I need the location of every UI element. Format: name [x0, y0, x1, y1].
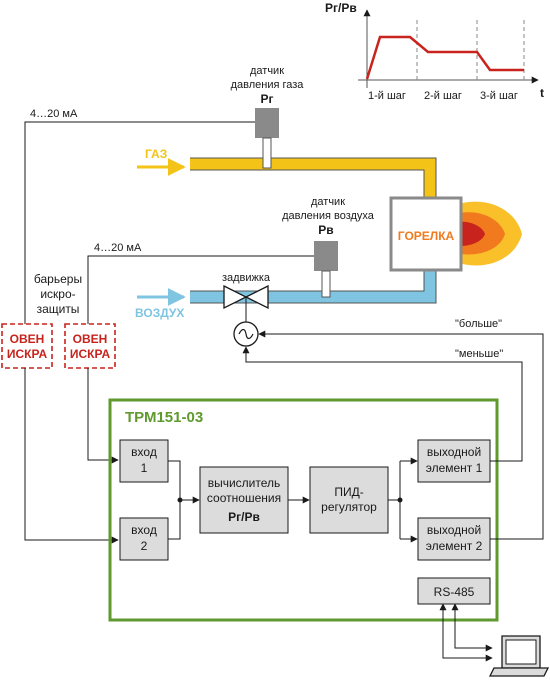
air-signal-wire — [87, 255, 314, 324]
gas-signal-wire — [24, 121, 255, 324]
input-2-block — [119, 517, 169, 561]
graph-curve — [365, 35, 524, 80]
pid-label-2: регулятор — [321, 500, 377, 514]
barriers-label-1: барьеры — [34, 272, 82, 286]
gas-sensor-label-1: датчик — [250, 65, 284, 77]
calc-label-2: соотношения — [207, 491, 281, 505]
burner-label: ГОРЕЛКА — [398, 229, 455, 243]
rs485-label: RS-485 — [434, 585, 475, 599]
graph-step-3: 3-й шаг — [480, 90, 518, 102]
pid-regulator-block — [309, 466, 389, 534]
barriers-label-3: защиты — [37, 302, 80, 316]
air-sensor — [314, 241, 338, 271]
output-1-label-1: выходной — [427, 445, 481, 459]
output-1-block — [417, 439, 491, 483]
device-title: ТРМ151-03 — [125, 409, 203, 426]
output-2-block — [417, 517, 491, 561]
barrier-2-label-2: ИСКРА — [70, 347, 111, 361]
graph-x-label: t — [540, 86, 544, 100]
flame-icon — [455, 201, 522, 266]
graph-y-label: Pг/Pв — [325, 1, 357, 15]
gas-signal-label: 4…20 мА — [30, 108, 78, 120]
barrier-1 — [1, 323, 53, 369]
air-sensor-stem — [321, 270, 331, 298]
input-2-label-1: вход — [131, 523, 157, 537]
rs485-link-2 — [451, 603, 493, 652]
more-signal-wire — [258, 330, 544, 540]
output-2-label-2: элемент 2 — [426, 539, 483, 553]
air-sensor-symbol: Pв — [318, 223, 333, 237]
barrier-1-to-input-2-wire — [24, 368, 119, 544]
ratio-calculator-block — [199, 466, 289, 534]
barriers-label-2: искро- — [40, 287, 75, 301]
gas-pipe — [190, 158, 436, 198]
ratio-graph: Pг/Pв t 1-й шаг 2-й шаг 3-й шаг — [325, 1, 544, 102]
rs485-link-1 — [439, 603, 493, 662]
input-1-label-2: 1 — [141, 461, 148, 475]
air-label: ВОЗДУХ — [135, 306, 184, 320]
valve-label: задвижка — [222, 272, 271, 284]
less-label: "меньше" — [455, 348, 503, 360]
gas-pipe-outline — [190, 157, 437, 198]
burner-box — [389, 196, 463, 272]
less-signal-wire — [242, 346, 523, 462]
input-1-block — [119, 439, 169, 483]
input-1-label-1: вход — [131, 445, 157, 459]
barrier-1-label-1: ОВЕН — [10, 332, 45, 346]
pid-label-1: ПИД- — [334, 485, 363, 499]
graph-step-1: 1-й шаг — [368, 90, 406, 102]
gas-sensor-stem — [262, 137, 272, 169]
calc-label-3: Pг/Pв — [228, 510, 260, 524]
gas-sensor — [255, 108, 279, 138]
output-1-label-2: элемент 1 — [426, 461, 483, 475]
barrier-2-to-input-1-wire — [87, 368, 119, 464]
barrier-2-label-1: ОВЕН — [73, 332, 108, 346]
device-frame — [108, 398, 499, 622]
rs485-block — [417, 577, 491, 605]
laptop-icon — [488, 635, 550, 677]
air-sensor-label-2: давления воздуха — [282, 210, 375, 222]
barrier-1-label-2: ИСКРА — [7, 347, 48, 361]
gas-label: ГАЗ — [145, 147, 167, 161]
barrier-2 — [64, 323, 116, 369]
air-signal-label: 4…20 мА — [94, 242, 142, 254]
gas-sensor-symbol: Pг — [260, 92, 273, 106]
air-pipe — [190, 268, 436, 303]
graph-step-2: 2-й шаг — [424, 90, 462, 102]
gas-sensor-label-2: давления газа — [231, 79, 305, 91]
calc-label-1: вычислитель — [208, 476, 281, 490]
output-2-label-1: выходной — [427, 523, 481, 537]
air-sensor-label-1: датчик — [311, 196, 345, 208]
input-2-label-2: 2 — [141, 539, 148, 553]
more-label: "больше" — [455, 318, 502, 330]
valve-icon — [223, 284, 269, 347]
